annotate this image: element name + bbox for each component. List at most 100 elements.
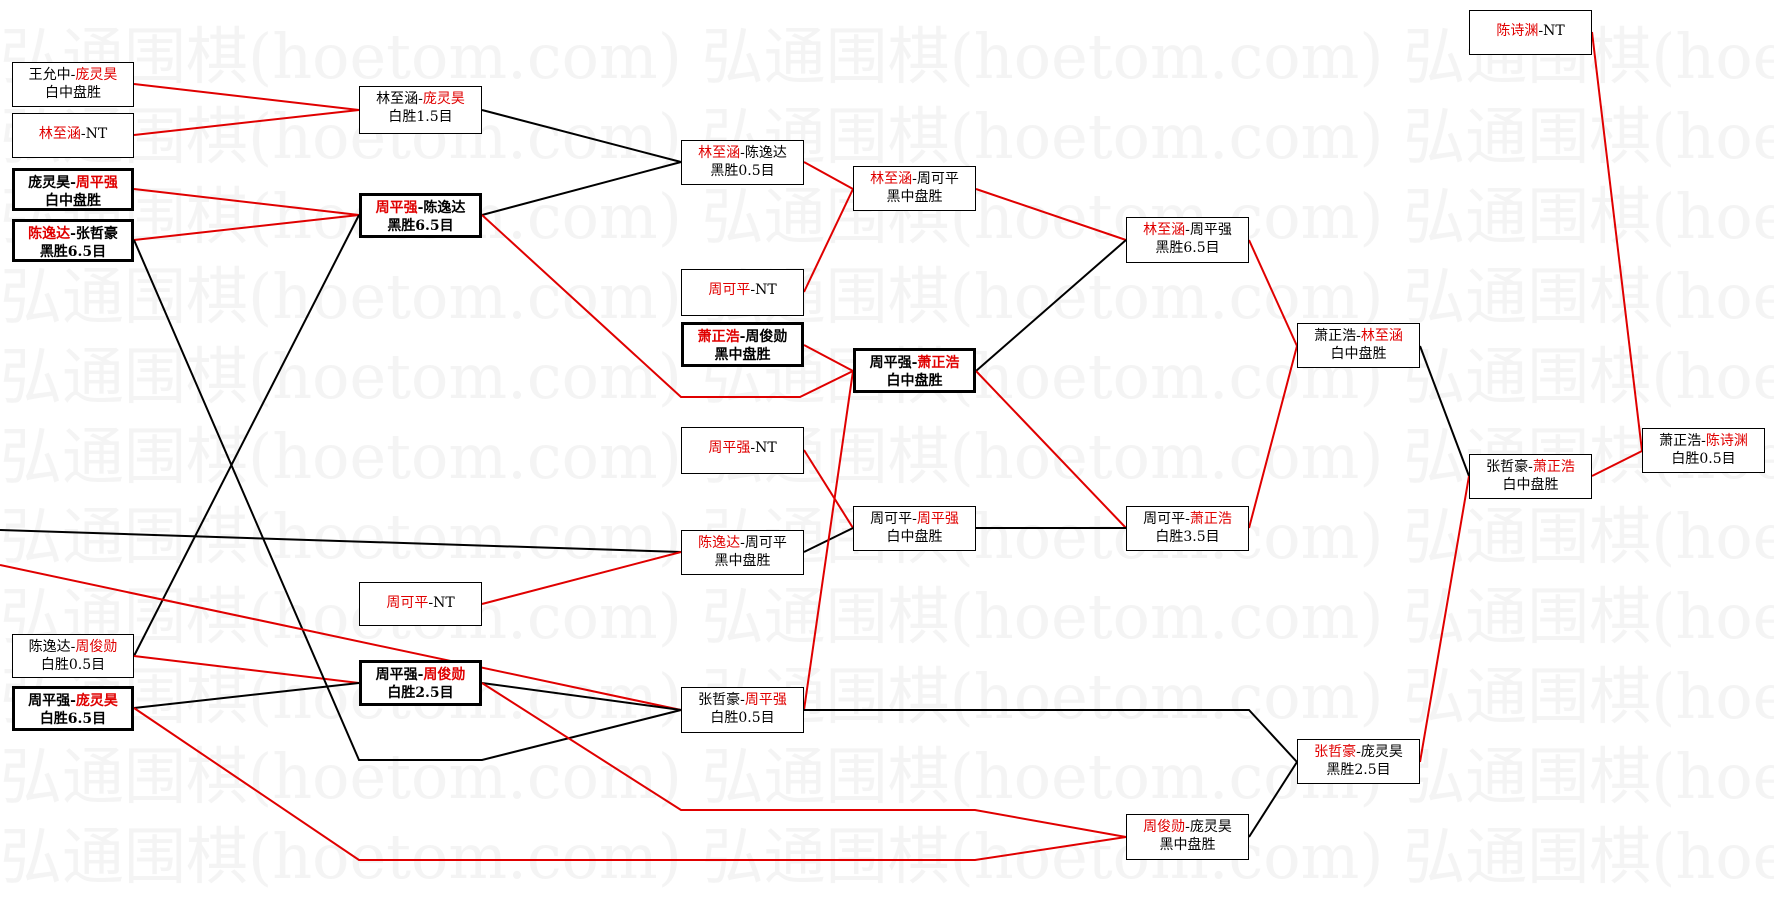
vs-dash: - [739,329,746,345]
player-white: 周俊勋 [745,329,788,345]
player-white: NT [755,282,777,298]
player-white: 周平强 [916,511,959,527]
vs-dash: - [911,355,918,371]
vs-dash: - [70,693,76,709]
vs-dash: - [1701,433,1706,449]
player-white: 陈逸达 [423,200,466,216]
vs-dash: - [1356,744,1361,760]
match-players: 周俊勋-庞灵昊 [1127,818,1248,836]
match-zhou-keping-vs-zhou-pingqiang: 周可平-周平强白中盘胜 [853,506,976,551]
match-result: 黑胜2.5目 [1326,762,1391,778]
match-players: 周可平-周平强 [854,510,975,528]
match-players: 周平强-NT [682,439,803,457]
player-white: 陈诗渊 [1705,433,1748,449]
match-result: 黑中盘胜 [1159,837,1216,853]
player-white: 萧正浩 [1532,459,1575,475]
match-players: 周平强-周俊勋 [362,666,479,684]
winner-connector-line [803,344,854,372]
match-players: 萧正浩-陈诗渊 [1643,432,1764,450]
player-white: 周平强 [1189,222,1232,238]
vs-dash: - [750,282,756,298]
vs-dash: - [740,145,745,161]
vs-dash: - [750,440,756,456]
loser-connector-line [133,214,360,657]
match-zhou-pingqiang-vs-xiao-zhenghao: 周平强-萧正浩白中盘胜 [853,348,976,393]
player-black: 庞灵昊 [28,175,71,191]
match-zhou-pingqiang-bye: 周平强-NT [681,427,804,474]
match-result: 白中盘胜 [886,529,943,545]
match-result: 白胜0.5目 [1671,451,1736,467]
player-black: 张哲豪 [1314,744,1357,760]
match-players: 陈逸达-周俊勋 [13,638,133,656]
loser-connector-line [975,239,1127,372]
match-players: 陈逸达-周可平 [682,534,803,552]
vs-dash: - [1185,222,1190,238]
player-black: 张哲豪 [1486,459,1529,475]
match-result: 白胜0.5目 [40,657,106,673]
player-white: 庞灵昊 [1360,744,1403,760]
player-black: 林至涵 [376,91,419,107]
match-zhou-pingqiang-vs-zhou-junxun: 周平强-周俊勋白胜2.5目 [359,660,482,706]
loser-connector-line [1419,345,1470,477]
vs-dash: - [740,535,745,551]
winner-connector-line [803,370,854,711]
winner-connector-line [1248,239,1298,347]
match-result: 白胜2.5目 [387,685,454,701]
match-result: 黑中盘胜 [714,347,771,363]
player-black: 林至涵 [1143,222,1186,238]
winner-connector-line [133,214,360,241]
player-black: 王允中 [28,67,71,83]
winner-connector-line [1419,475,1470,763]
player-white: 陈逸达 [744,145,787,161]
loser-connector-line [0,529,682,553]
vs-dash: - [417,667,424,683]
match-xiao-zhenghao-vs-lin-zhihan: 萧正浩-林至涵白中盘胜 [1297,323,1420,368]
match-chen-shiyuan-bye: 陈诗渊-NT [1469,10,1592,55]
vs-dash: - [1185,511,1190,527]
match-lin-zhihan-vs-zhou-keping: 林至涵-周可平黑中盘胜 [853,166,976,211]
player-black: 周平强 [869,355,912,371]
player-white: 周俊勋 [423,667,466,683]
vs-dash: - [1538,23,1544,39]
player-white: NT [755,440,777,456]
player-white: 萧正浩 [1189,511,1232,527]
vs-dash: - [70,175,76,191]
loser-connector-line [804,709,1298,763]
player-black: 周俊勋 [1143,819,1186,835]
loser-connector-line [1248,761,1298,838]
player-white: 林至涵 [1360,328,1403,344]
match-zhang-zhehao-vs-xiao-zhenghao: 张哲豪-萧正浩白中盘胜 [1469,454,1592,499]
loser-connector-line [481,109,682,163]
match-chen-yida-vs-zhou-keping: 陈逸达-周可平黑中盘胜 [681,530,804,575]
player-black: 萧正浩 [697,329,740,345]
player-black: 周平强 [375,667,418,683]
match-players: 周平强-庞灵昊 [15,692,131,710]
winner-connector-line [481,551,682,605]
match-players: 林至涵-NT [13,125,133,143]
match-chen-yida-vs-zhang-zhehao: 陈逸达-张哲豪黑胜6.5目 [12,219,134,262]
player-white: 周平强 [744,692,787,708]
loser-connector-line [481,161,682,216]
match-zhou-pingqiang-vs-chen-yida: 周平强-陈逸达黑胜6.5目 [359,193,482,238]
vs-dash: - [70,226,76,242]
match-result: 黑胜0.5目 [710,163,775,179]
match-pang-linghao-vs-zhou-pingqiang: 庞灵昊-周平强白中盘胜 [12,168,134,211]
match-result: 黑胜6.5目 [387,218,454,234]
player-black: 周可平 [708,282,751,298]
match-result: 白中盘胜 [1502,477,1559,493]
loser-connector-line [481,682,682,711]
match-players: 周可平-萧正浩 [1127,510,1248,528]
match-players: 周可平-NT [682,281,803,299]
winner-connector-line [803,161,854,190]
player-white: 周可平 [916,171,959,187]
match-players: 萧正浩-林至涵 [1298,327,1419,345]
winner-connector-line [481,682,1127,838]
vs-dash: - [70,639,76,655]
match-lin-zhihan-vs-pang-linghao: 林至涵-庞灵昊白胜1.5目 [359,86,482,134]
player-black: 周可平 [1143,511,1186,527]
vs-dash: - [80,126,86,142]
match-xiao-zhenghao-vs-zhou-junxun: 萧正浩-周俊勋黑中盘胜 [681,322,804,367]
player-black: 周可平 [386,595,429,611]
vs-dash: - [70,67,76,83]
loser-connector-line [133,239,682,761]
